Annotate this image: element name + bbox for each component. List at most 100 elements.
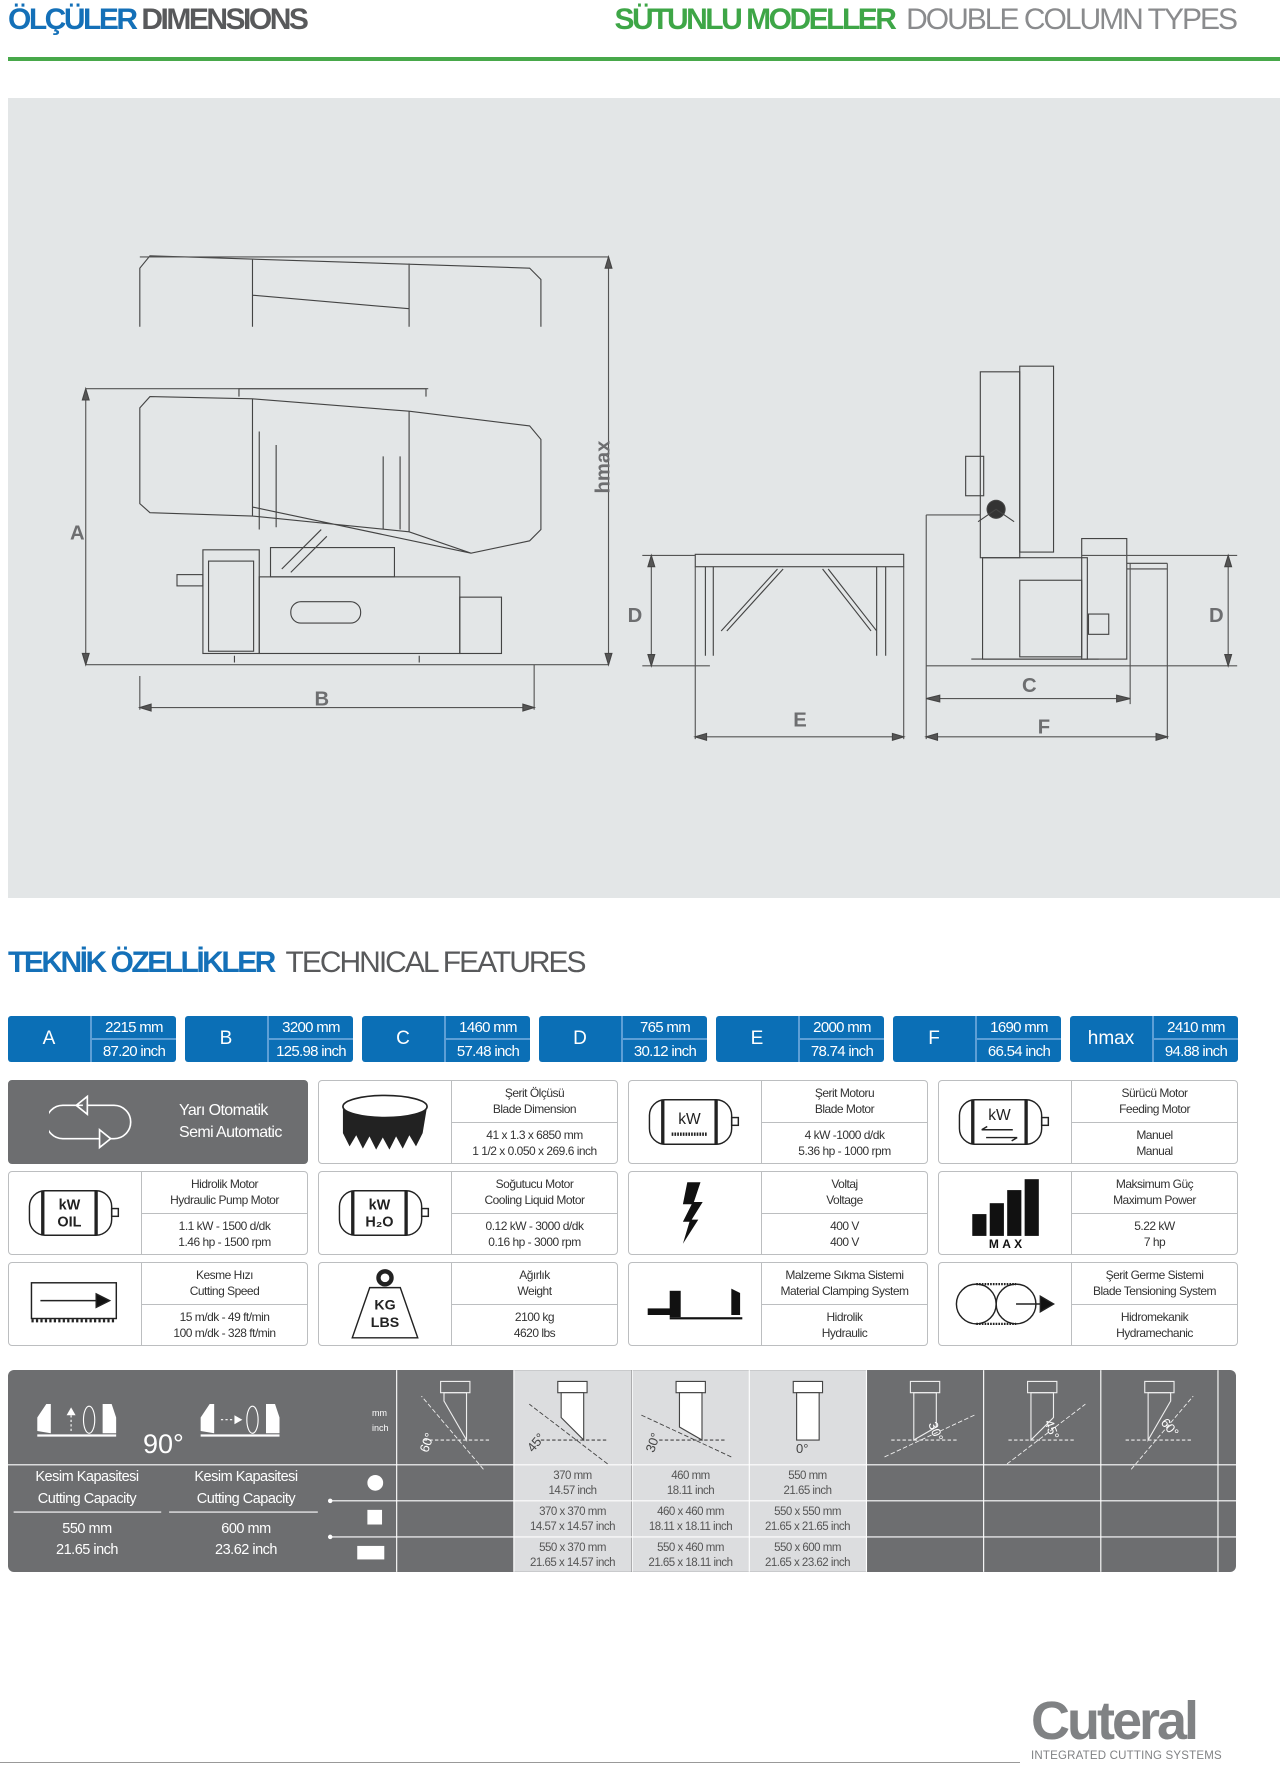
feature-value-1: 5.22 kW [1134,1218,1175,1233]
feature-value-1: 15 m/dk - 49 ft/min [179,1309,270,1324]
feature-value-2: 1 1/2 x 0.050 x 269.6 inch [472,1143,597,1158]
capacity-90-mm: 600 mm [221,1521,271,1537]
feature-title-en: Weight [517,1284,552,1299]
cycle-arrows-icon [9,1081,179,1163]
feature-value-2: Hydramechanic [1116,1325,1193,1340]
feature-value-2: Hydraulic [821,1325,868,1340]
dimension-label: D [539,1016,623,1062]
dimension-label: B [185,1016,269,1062]
blade-band-icon [319,1081,452,1163]
capacity-round-value: 460 mm [671,1470,710,1482]
feature-title-en: Cutting Speed [189,1284,260,1299]
feature-title-en: Feeding Motor [1119,1102,1190,1117]
label-a: A [70,523,85,545]
feature-value-1: 400 V [830,1218,859,1233]
feature-title-en: Blade Dimension [492,1102,577,1117]
dimension-inch: 30.12 inch [633,1042,697,1060]
capacity-round-value: 21.65 inch [783,1485,832,1497]
feature-title-en: Blade Tensioning System [1092,1284,1217,1299]
dimension-inch: 94.88 inch [1164,1042,1228,1060]
feature-title-en: Blade Motor [814,1102,875,1117]
angle-diagram-3 [792,1380,824,1441]
cuteral-logo: Cuteral INTEGRATED CUTTING SYSTEMS [1031,1692,1271,1762]
capacity-round-value: 550 mm [788,1470,827,1482]
feature-value-1: Manuel [1136,1127,1173,1142]
dimension-label: C [362,1016,446,1062]
square-shape-icon [367,1509,383,1525]
feature-title-tr: Maksimum Güç [1115,1177,1194,1192]
label-d-left: D [628,605,643,627]
capacity-90-inch: 23.62 inch [215,1542,277,1558]
clamping-vise-icon [629,1263,762,1345]
label-f: F [1038,716,1050,738]
feature-value-2: 7 hp [1143,1234,1166,1249]
label-e: E [793,710,807,732]
angle-diagram-5 [1006,1380,1086,1465]
feature-title-tr: Ağırlık [519,1268,550,1283]
feature-title-tr: Soğutucu Motor [495,1177,574,1192]
feature-title-en: Voltage [826,1193,863,1208]
feature-value-2: 4620 lbs [513,1325,556,1340]
dimension-mm: 1460 mm [446,1016,530,1040]
angle-diagram-4 [884,1380,976,1458]
dimension-drawing: A B hmax D E C F D [8,98,1280,898]
capacity-rect-value: 550 x 370 mm [539,1542,606,1554]
dimension-inch: 78.74 inch [810,1042,874,1060]
feature-title-tr: Voltaj [831,1177,858,1192]
capacity-square-value: 18.11 x 18.11 inch [648,1521,733,1533]
feature-value-1: 4 kW -1000 d/dk [804,1127,885,1142]
title-en: DIMENSIONS [141,3,309,36]
dimension-label: F [893,1016,977,1062]
feature-title-tr: Hidrolik Motor [190,1177,259,1192]
model-en: DOUBLE COLUMN TYPES [906,3,1238,36]
capacity-90-en: Cutting Capacity [196,1491,296,1507]
feature-value-2: 5.36 hp - 1000 rpm [798,1143,891,1158]
feature-value-2: 1.46 hp - 1500 rpm [178,1234,271,1249]
capacity-round-value: 370 mm [553,1470,592,1482]
unit-unit_mm: mm [372,1408,387,1418]
round-shape-icon [367,1474,384,1491]
feature-title-tr: Şerit Ölçüsü [504,1086,565,1101]
dimension-mm: 2215 mm [92,1016,176,1040]
dimension-mm: 2410 mm [1154,1016,1238,1040]
header-divider [8,57,1280,61]
capacity-rect-value: 21.65 x 18.11 inch [648,1557,733,1569]
label-c: C [1022,675,1037,697]
svg-text:H₂O: H₂O [365,1214,393,1230]
feature-value-1: Hidromekanik [1120,1309,1189,1324]
svg-text:OIL: OIL [57,1214,81,1230]
feature-title-tr: Kesme Hızı [195,1268,254,1283]
dimension-inch: 57.48 inch [456,1042,520,1060]
cutting-speed-icon [9,1263,142,1345]
svg-text:kW: kW [988,1107,1011,1124]
feature-title-en: Maximum Power [1113,1193,1196,1208]
lightning-icon [629,1172,762,1254]
feature-title-tr: Sürücü Motor [1121,1086,1188,1101]
svg-text:KG: KG [374,1297,395,1313]
label-hmax: hmax [593,440,615,494]
feature-title-en: Hydraulic Pump Motor [170,1193,279,1208]
capacity-rect-value: 21.65 x 14.57 inch [530,1557,616,1569]
